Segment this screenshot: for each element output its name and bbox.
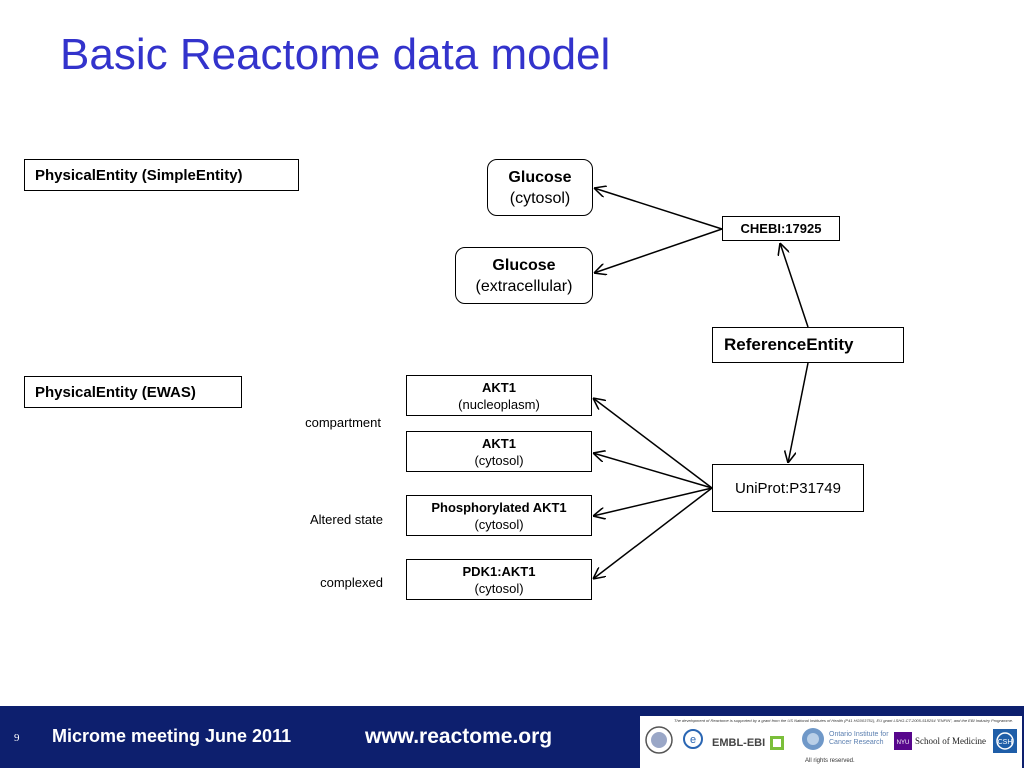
oicr-text: Ontario Institute for Cancer Research bbox=[829, 731, 889, 746]
arrow-reference-entity-to-uniprot bbox=[788, 362, 809, 463]
arrow-uniprot-to-pdk1-akt1 bbox=[593, 487, 713, 579]
reference-entity-node: ReferenceEntity bbox=[712, 327, 904, 363]
slide-title: Basic Reactome data model bbox=[60, 30, 611, 79]
svg-text:NYU: NYU bbox=[897, 740, 910, 746]
glucose-extracellular-node: Glucose (extracellular) bbox=[455, 247, 593, 304]
glucose-extracellular-location: (extracellular) bbox=[475, 277, 573, 295]
physical-entity-ewas-box: PhysicalEntity (EWAS) bbox=[24, 376, 242, 408]
reference-entity-label: ReferenceEntity bbox=[724, 335, 854, 354]
complexed-label: complexed bbox=[320, 575, 383, 590]
chebi-node: CHEBI:17925 bbox=[722, 216, 840, 241]
glucose-cytosol-name: Glucose bbox=[508, 168, 572, 186]
akt1-cytosol-location: (cytosol) bbox=[474, 452, 524, 468]
oicr-globe-icon bbox=[802, 728, 824, 750]
akt1-cytosol-node: AKT1 (cytosol) bbox=[406, 431, 592, 472]
nyu-text: School of Medicine bbox=[915, 736, 986, 746]
arrow-reference-entity-to-chebi bbox=[780, 243, 809, 328]
svg-text:e: e bbox=[690, 734, 696, 746]
footer-bar: 9 Microme meeting June 2011 www.reactome… bbox=[0, 706, 1024, 768]
pdk1-akt1-node: PDK1:AKT1 (cytosol) bbox=[406, 559, 592, 600]
nyu-torch-icon: NYU bbox=[894, 732, 912, 750]
embl-cube-icon bbox=[770, 736, 785, 750]
akt1-cytosol-name: AKT1 bbox=[482, 435, 516, 451]
altered-state-label: Altered state bbox=[310, 512, 383, 527]
phosphorylated-akt1-location: (cytosol) bbox=[474, 516, 524, 532]
uniprot-label: UniProt:P31749 bbox=[735, 479, 841, 497]
relationship-arrows bbox=[0, 0, 809, 706]
pdk1-akt1-name: PDK1:AKT1 bbox=[462, 563, 536, 579]
slide-number: 9 bbox=[14, 732, 20, 744]
phosphorylated-akt1-name: Phosphorylated AKT1 bbox=[431, 499, 567, 515]
rights-text: All rights reserved. bbox=[805, 758, 855, 764]
glucose-extracellular-name: Glucose bbox=[492, 256, 556, 274]
arrow-uniprot-to-akt1-nucleoplasm bbox=[593, 398, 713, 489]
uniprot-node: UniProt:P31749 bbox=[712, 464, 864, 512]
embl-ebi-logo: EMBL-EBI bbox=[712, 734, 786, 752]
funding-note: The development of Reactome is supported… bbox=[674, 718, 1014, 723]
embl-ebi-text: EMBL-EBI bbox=[712, 737, 766, 749]
enfin-logo-icon: e bbox=[682, 728, 704, 750]
arrow-uniprot-to-akt1-cytosol bbox=[593, 453, 713, 489]
physical-entity-simple-box: PhysicalEntity (SimpleEntity) bbox=[24, 159, 299, 191]
nih-seal-icon bbox=[644, 722, 674, 758]
nyu-logo: NYU School of Medicine bbox=[894, 732, 986, 750]
pdk1-akt1-location: (cytosol) bbox=[474, 580, 524, 596]
akt1-nucleoplasm-node: AKT1 (nucleoplasm) bbox=[406, 375, 592, 416]
arrow-chebi-to-glucose-extracellular bbox=[594, 228, 723, 273]
meeting-label: Microme meeting June 2011 bbox=[52, 726, 292, 746]
compartment-label: compartment bbox=[305, 415, 381, 430]
akt1-nucleoplasm-location: (nucleoplasm) bbox=[458, 396, 540, 412]
physical-entity-ewas-label: PhysicalEntity (EWAS) bbox=[35, 383, 196, 401]
chebi-label: CHEBI:17925 bbox=[740, 221, 822, 236]
arrow-chebi-to-glucose-cytosol bbox=[594, 188, 723, 230]
cshl-logo-icon: CSH bbox=[992, 728, 1018, 754]
phosphorylated-akt1-node: Phosphorylated AKT1 (cytosol) bbox=[406, 495, 592, 536]
physical-entity-simple-label: PhysicalEntity (SimpleEntity) bbox=[35, 166, 243, 184]
arrow-uniprot-to-phosphorylated-akt1 bbox=[593, 487, 713, 516]
oicr-logo: Ontario Institute for Cancer Research bbox=[800, 726, 891, 752]
akt1-nucleoplasm-name: AKT1 bbox=[482, 379, 516, 395]
website-url: www.reactome.org bbox=[365, 725, 553, 748]
sponsor-logos-panel: The development of Reactome is supported… bbox=[640, 716, 1022, 768]
glucose-cytosol-location: (cytosol) bbox=[509, 189, 571, 207]
svg-text:CSH: CSH bbox=[998, 739, 1013, 746]
glucose-cytosol-node: Glucose (cytosol) bbox=[487, 159, 593, 216]
